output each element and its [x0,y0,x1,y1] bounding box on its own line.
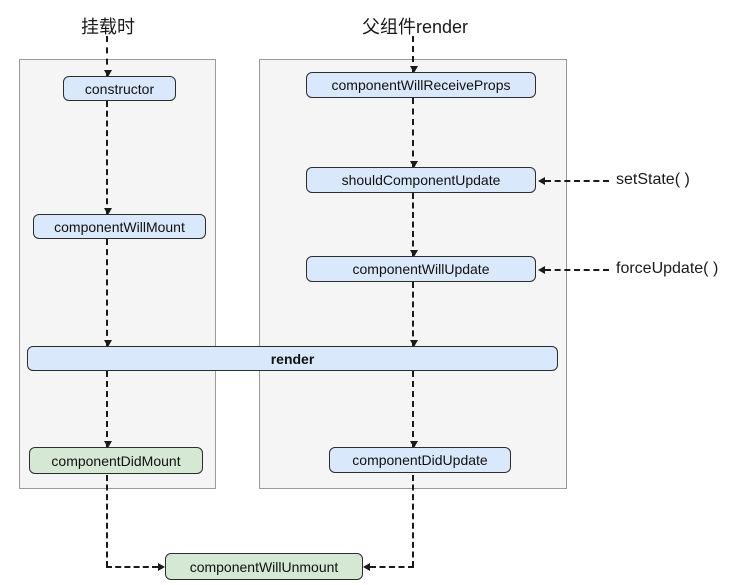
parent-render-phase-label: 父组件render [361,17,469,37]
node-componentdidupdate: componentDidUpdate [329,447,511,473]
arrow-didupdate-elbow-down [412,475,414,567]
arrowhead [538,177,545,185]
arrow-willupdate-to-render [410,282,418,347]
arrow-render-to-didmount [104,371,112,448]
arrowhead [363,563,370,571]
node-shouldcomponentupdate: shouldComponentUpdate [306,167,536,193]
arrow-receiveprops-to-shouldupdate [410,98,418,168]
arrowhead [410,161,418,168]
node-constructor: constructor [63,76,176,101]
node-componentwillunmount: componentWillUnmount [165,553,363,580]
arrow-render-to-didupdate [410,371,418,448]
arrowhead [410,441,418,448]
arrowhead [538,266,545,274]
arrow-didmount-to-unmount [106,563,165,571]
node-render: render [27,346,558,371]
arrow-didupdate-to-unmount [363,563,414,571]
arrowhead [104,208,112,215]
arrow-willmount-to-render [104,239,112,347]
forceupdate-annotation: forceUpdate( ) [616,260,719,277]
arrow-mount-to-constructor [104,36,112,77]
arrow-forceupdate-to-willupdate [538,266,609,274]
node-componentwillmount: componentWillMount [33,214,206,239]
arrowhead [158,563,165,571]
arrow-parentrender-to-receiveprops [410,36,418,73]
arrow-constructor-to-willmount [104,101,112,215]
arrow-setstate-to-shouldupdate [538,177,609,185]
setstate-annotation: setState( ) [616,171,690,188]
arrow-shouldupdate-to-willupdate [410,193,418,257]
node-componentwillreceiveprops: componentWillReceiveProps [306,72,536,98]
arrowhead [410,340,418,347]
arrowhead [104,340,112,347]
mount-panel [19,59,216,489]
arrowhead [104,441,112,448]
arrowhead [104,70,112,77]
arrowhead [410,66,418,73]
node-componentwillupdate: componentWillUpdate [306,256,536,282]
arrowhead [410,250,418,257]
mount-phase-label: 挂载时 [81,17,135,37]
arrow-didmount-elbow-down [106,475,108,567]
node-componentdidmount: componentDidMount [29,447,203,474]
